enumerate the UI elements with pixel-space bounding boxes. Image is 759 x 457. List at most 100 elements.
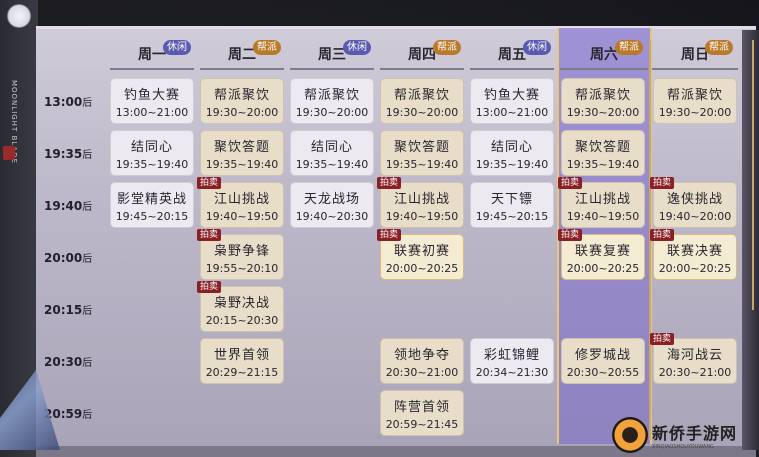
event-title: 枭野决战 <box>213 295 270 311</box>
event-time: 19:40~19:50 <box>385 209 459 223</box>
time-label-1935: 19:35后 <box>44 146 102 161</box>
time-label-2059: 20:59后 <box>44 406 102 421</box>
event-time: 19:30~20:00 <box>658 105 732 119</box>
day-header-tue[interactable]: 周二 <box>200 40 284 70</box>
watermark-text: 新侨手游网 XINQIAOSHOUYOUWANG <box>652 420 737 450</box>
event-card[interactable]: 拍卖海河战云 20:30~21:00 <box>650 333 737 384</box>
time-suffix: 后 <box>82 98 93 109</box>
event-title: 海河战云 <box>666 347 723 363</box>
event-title: 帮派聚饮 <box>393 87 450 103</box>
event-time: 20:34~21:30 <box>475 365 549 379</box>
time-suffix: 后 <box>82 306 93 317</box>
time-suffix: 后 <box>82 410 93 421</box>
event-title: 联赛复赛 <box>574 243 631 259</box>
event-card[interactable]: 帮派聚饮 19:30~20:00 <box>561 78 645 124</box>
auction-tag: 拍卖 <box>197 229 222 241</box>
time-label-2015: 20:15后 <box>44 302 102 317</box>
auction-tag: 拍卖 <box>197 281 222 293</box>
event-time: 20:00~20:25 <box>566 261 640 275</box>
day-header-fri[interactable]: 周五 <box>470 40 554 70</box>
event-title: 结同心 <box>490 139 533 155</box>
event-time: 20:30~21:00 <box>385 365 459 379</box>
event-title: 影堂精英战 <box>116 191 187 207</box>
event-time: 20:00~20:25 <box>658 261 732 275</box>
event-time: 19:40~19:50 <box>566 209 640 223</box>
day-header-sun[interactable]: 周日 <box>652 40 738 70</box>
event-title: 天下镖 <box>490 191 533 207</box>
auction-tag: 拍卖 <box>650 333 675 345</box>
event-title: 联赛初赛 <box>393 243 450 259</box>
event-time: 13:00~21:00 <box>475 105 549 119</box>
event-title: 帮派聚饮 <box>574 87 631 103</box>
right-tab-border <box>752 40 759 310</box>
time-suffix: 后 <box>82 358 93 369</box>
event-time: 19:55~20:10 <box>205 261 279 275</box>
flower-decoration-icon <box>6 4 32 28</box>
event-card[interactable]: 钓鱼大赛 13:00~21:00 <box>110 78 194 124</box>
event-time: 20:30~21:00 <box>658 365 732 379</box>
event-title: 钓鱼大赛 <box>123 87 180 103</box>
watermark-logo-icon <box>612 417 648 453</box>
watermark-sub: XINQIAOSHOUYOUWANG <box>652 444 714 450</box>
event-time: 13:00~21:00 <box>115 105 189 119</box>
event-title: 联赛决赛 <box>666 243 723 259</box>
event-title: 钓鱼大赛 <box>483 87 540 103</box>
event-time: 19:30~20:00 <box>566 105 640 119</box>
event-title: 逸侠挑战 <box>666 191 723 207</box>
time-value: 20:15 <box>44 303 83 317</box>
scroll-bottom-edge <box>36 446 756 457</box>
time-value: 20:59 <box>44 407 83 421</box>
event-title: 江山挑战 <box>213 191 270 207</box>
badge-leisure: 休闲 <box>523 40 551 55</box>
event-title: 天龙战场 <box>303 191 360 207</box>
badge-guild: 帮派 <box>615 40 643 55</box>
event-title: 结同心 <box>310 139 353 155</box>
time-suffix: 后 <box>82 150 93 161</box>
event-title: 领地争夺 <box>393 347 450 363</box>
day-header-thu[interactable]: 周四 <box>380 40 464 70</box>
event-time: 20:30~20:55 <box>566 365 640 379</box>
day-header-mon[interactable]: 周一 <box>110 40 194 70</box>
event-card[interactable]: 钓鱼大赛 13:00~21:00 <box>470 78 554 124</box>
event-title: 聚饮答题 <box>574 139 631 155</box>
day-header-sat[interactable]: 周六 <box>560 40 648 70</box>
event-card[interactable]: 领地争夺 20:30~21:00 <box>380 338 464 384</box>
event-title: 江山挑战 <box>574 191 631 207</box>
event-time: 19:40~20:00 <box>658 209 732 223</box>
time-value: 20:00 <box>44 251 83 265</box>
auction-tag: 拍卖 <box>558 177 583 189</box>
time-value: 19:40 <box>44 199 83 213</box>
event-card[interactable]: 拍卖江山挑战 19:40~19:50 <box>558 177 645 228</box>
watermark: 新侨手游网 XINQIAOSHOUYOUWANG <box>612 415 757 455</box>
time-label-2030: 20:30后 <box>44 354 102 369</box>
event-title: 结同心 <box>130 139 173 155</box>
time-value: 20:30 <box>44 355 83 369</box>
auction-tag: 拍卖 <box>197 177 222 189</box>
day-header-wed[interactable]: 周三 <box>290 40 374 70</box>
